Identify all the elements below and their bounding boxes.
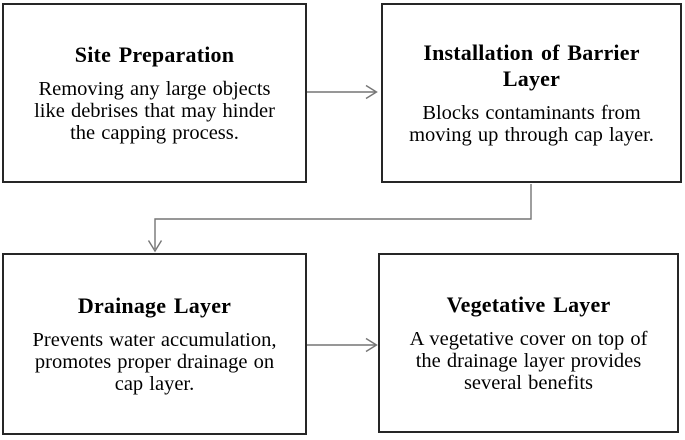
box-body-site-preparation: Removing any large objects like debrises… bbox=[34, 78, 275, 144]
box-title-drainage-layer: Drainage Layer bbox=[77, 293, 232, 318]
box-title-installation-of-barrier-layer: Installation of Barrier Layer bbox=[423, 40, 640, 91]
arrow-drainage-to-vegetative bbox=[307, 337, 378, 353]
box-body-vegetative-layer: A vegetative cover on top of the drainag… bbox=[409, 328, 648, 394]
box-body-installation-of-barrier-layer: Blocks contaminants from moving up throu… bbox=[409, 102, 654, 146]
flowchart-box-site-preparation: Site Preparation Removing any large obje… bbox=[2, 3, 307, 183]
box-title-site-preparation: Site Preparation bbox=[74, 42, 235, 67]
flowchart-box-vegetative-layer: Vegetative Layer A vegetative cover on t… bbox=[378, 253, 679, 433]
flowchart-box-installation-of-barrier-layer: Installation of Barrier Layer Blocks con… bbox=[381, 3, 682, 183]
arrow-barrier-to-drainage bbox=[147, 184, 532, 253]
flowchart-box-drainage-layer: Drainage Layer Prevents water accumulati… bbox=[2, 253, 307, 435]
box-title-vegetative-layer: Vegetative Layer bbox=[446, 292, 611, 317]
arrow-site-prep-to-barrier bbox=[307, 84, 378, 100]
box-body-drainage-layer: Prevents water accumulation, promotes pr… bbox=[32, 329, 277, 395]
